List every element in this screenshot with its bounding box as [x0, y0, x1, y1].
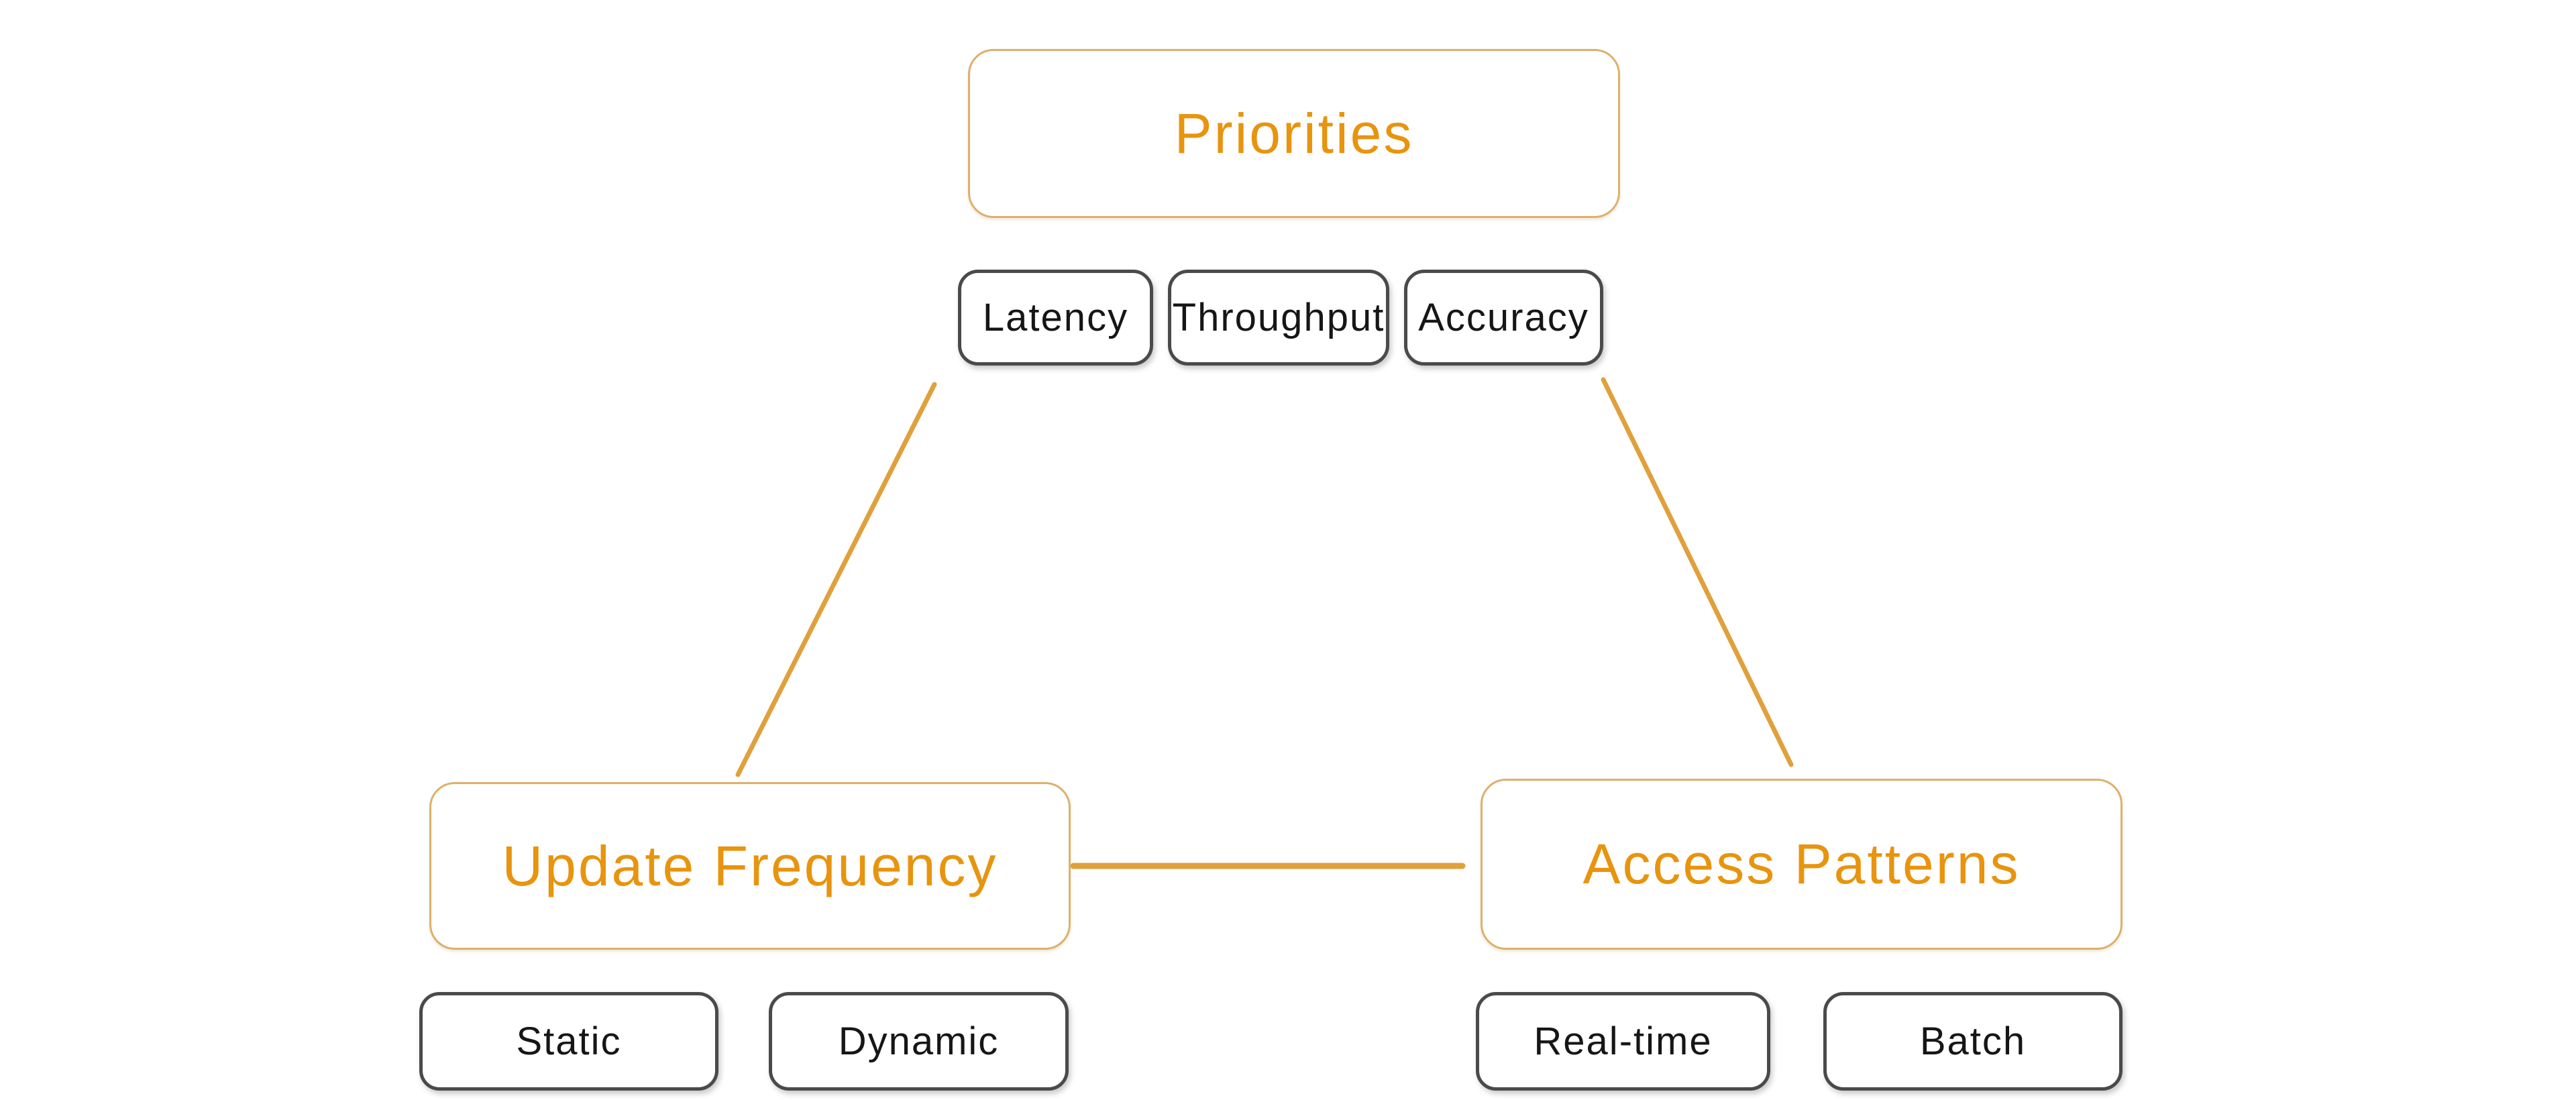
node-update-frequency-label: Update Frequency — [502, 834, 998, 897]
node-dynamic-label: Dynamic — [838, 1020, 1000, 1063]
node-latency: Latency — [958, 270, 1153, 366]
node-priorities-label: Priorities — [1174, 101, 1414, 165]
node-real-time-label: Real-time — [1534, 1020, 1713, 1063]
node-access-patterns: Access Patterns — [1481, 779, 2123, 950]
node-throughput: Throughput — [1168, 270, 1389, 366]
node-dynamic: Dynamic — [769, 992, 1069, 1091]
node-static: Static — [419, 992, 718, 1091]
node-accuracy-label: Accuracy — [1418, 296, 1589, 339]
edge-priorities-access-patterns — [1601, 377, 1794, 767]
node-access-patterns-label: Access Patterns — [1582, 832, 2021, 895]
node-static-label: Static — [516, 1020, 622, 1063]
node-priorities: Priorities — [968, 49, 1620, 218]
node-accuracy: Accuracy — [1404, 270, 1603, 366]
edge-priorities-update-frequency — [735, 382, 937, 777]
node-batch-label: Batch — [1919, 1020, 2027, 1063]
node-batch: Batch — [1823, 992, 2123, 1091]
node-throughput-label: Throughput — [1172, 296, 1385, 339]
node-latency-label: Latency — [982, 296, 1129, 339]
node-update-frequency: Update Frequency — [429, 782, 1071, 950]
node-real-time: Real-time — [1476, 992, 1770, 1091]
